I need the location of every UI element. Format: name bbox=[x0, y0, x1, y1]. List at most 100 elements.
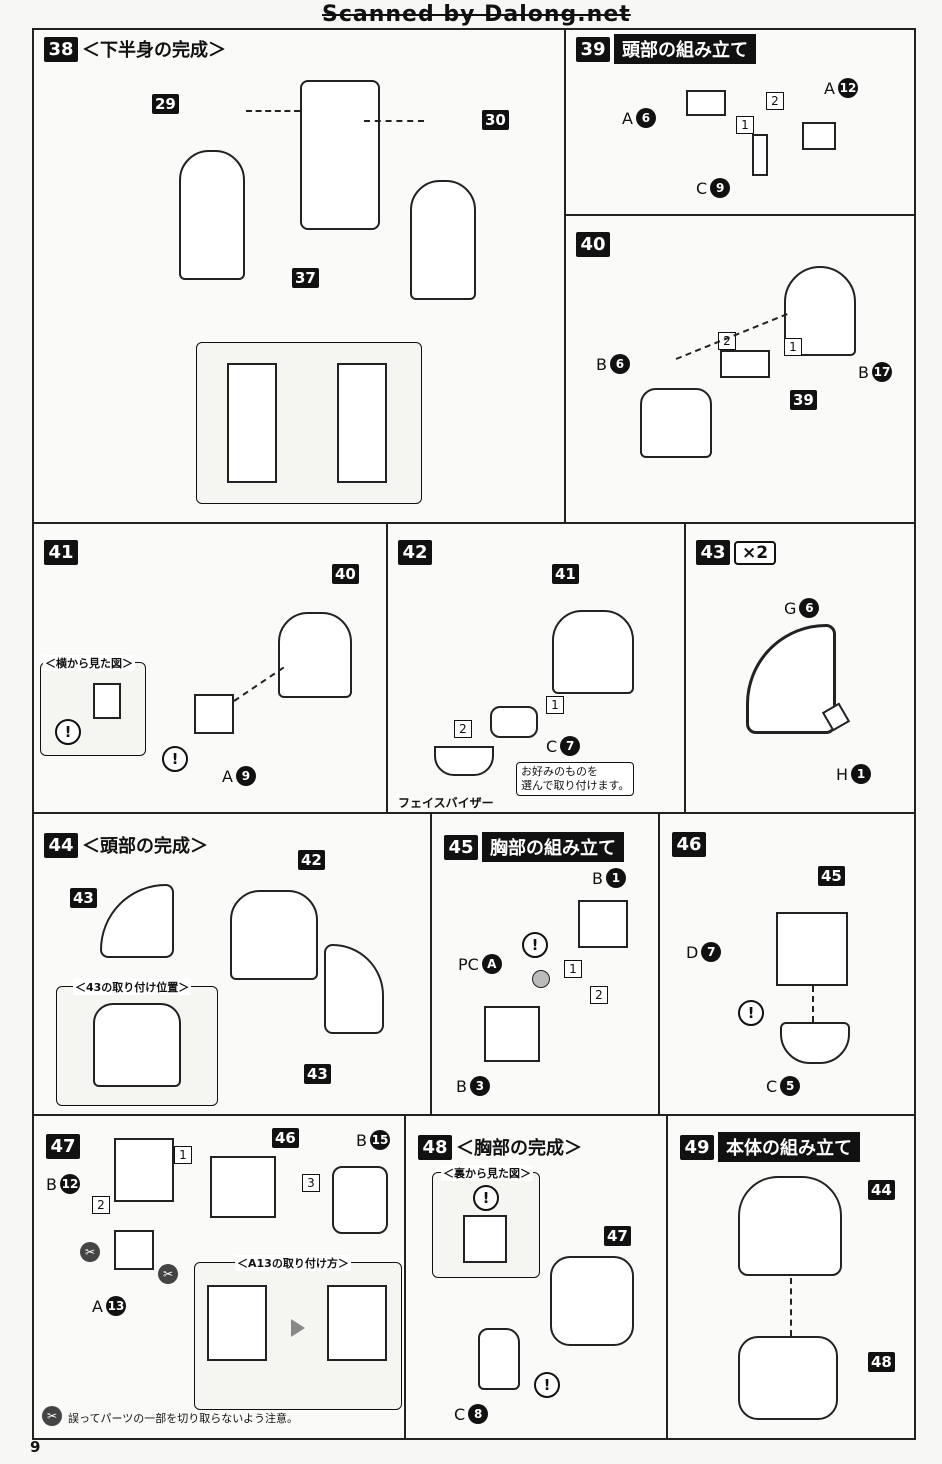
part-number: 3 bbox=[469, 1076, 490, 1096]
part-callout: 48 bbox=[868, 1352, 895, 1372]
order-marker: 3 bbox=[302, 1174, 320, 1192]
step-45-header: 45 胸部の組み立て bbox=[444, 832, 624, 862]
part-number: 12 bbox=[837, 78, 858, 98]
part-letter: H bbox=[836, 764, 849, 784]
small-plate-drawing bbox=[114, 1230, 154, 1270]
warning-icon: ! bbox=[162, 746, 188, 772]
side-view-part-drawing bbox=[93, 683, 121, 719]
step-38-panel: 38 ＜下半身の完成＞ 29 30 37 bbox=[32, 28, 566, 524]
step-43-header: 43 ×2 bbox=[696, 540, 777, 565]
detail-inset bbox=[196, 342, 422, 504]
part-letter: B bbox=[46, 1174, 57, 1194]
head-detail-drawing bbox=[93, 1003, 181, 1087]
step-number: 40 bbox=[576, 232, 610, 257]
part-callout: 43 bbox=[70, 888, 97, 908]
step-number: 44 bbox=[44, 832, 78, 858]
install-after-drawing bbox=[327, 1285, 387, 1361]
cut-icon: ✂ bbox=[80, 1242, 100, 1262]
part-number: 17 bbox=[871, 362, 892, 382]
step-number: 39 bbox=[576, 36, 610, 62]
inset-title: ＜横から見た図＞ bbox=[43, 655, 135, 671]
visor-label: フェイスバイザー bbox=[398, 796, 494, 810]
step-46-header: 46 bbox=[672, 832, 706, 857]
warning-icon: ! bbox=[738, 1000, 764, 1026]
step-number: 45 bbox=[444, 834, 478, 860]
part-letter: A bbox=[222, 766, 233, 786]
arrow-right-icon bbox=[291, 1319, 305, 1337]
part-letter: B bbox=[456, 1076, 467, 1096]
step-title: 本体の組み立て bbox=[718, 1132, 860, 1162]
part-number: 12 bbox=[59, 1174, 80, 1194]
chest-back-drawing bbox=[484, 1006, 540, 1062]
order-marker: 2 bbox=[766, 92, 784, 110]
part-callout: 30 bbox=[482, 110, 509, 130]
step-title: ＜胸部の完成＞ bbox=[456, 1138, 582, 1159]
step-49-header: 49 本体の組み立て bbox=[680, 1132, 860, 1162]
multiplier-badge: ×2 bbox=[734, 540, 777, 565]
part-number: 1 bbox=[605, 868, 626, 888]
part-callout: 44 bbox=[868, 1180, 895, 1200]
neck-joint-drawing bbox=[752, 134, 768, 176]
part-letter: G bbox=[784, 598, 797, 618]
head-assembly-drawing bbox=[552, 610, 634, 694]
page-number: 9 bbox=[30, 1438, 41, 1456]
part-callout: 46 bbox=[272, 1128, 299, 1148]
part-number: 9 bbox=[710, 178, 731, 198]
step-number: 47 bbox=[46, 1134, 80, 1159]
step-title: ＜頭部の完成＞ bbox=[82, 836, 208, 857]
chest-assembly-drawing bbox=[738, 1336, 838, 1420]
hip-frame-drawing bbox=[300, 80, 380, 230]
warning-icon: ! bbox=[473, 1185, 499, 1211]
part-letter: B bbox=[858, 362, 869, 382]
order-marker: 2 bbox=[590, 986, 608, 1004]
part-number: 6 bbox=[609, 354, 630, 374]
head-core-drawing bbox=[686, 90, 726, 116]
chest-assembly-drawing bbox=[776, 912, 848, 986]
cut-icon: ✂ bbox=[158, 1264, 178, 1284]
part-callout: 43 bbox=[304, 1064, 331, 1084]
horn-left-drawing bbox=[100, 884, 174, 958]
inset-title: ＜43の取り付け位置＞ bbox=[73, 979, 192, 995]
part-letter: D bbox=[686, 942, 699, 962]
face-part-drawing bbox=[640, 388, 712, 458]
head-core-drawing bbox=[720, 350, 770, 378]
part-letter: B bbox=[596, 354, 607, 374]
part-letter: C bbox=[454, 1404, 466, 1424]
part-letter: A bbox=[622, 108, 633, 128]
horn-right-drawing bbox=[324, 944, 384, 1034]
step-number: 46 bbox=[672, 832, 706, 857]
part-number: 1 bbox=[851, 764, 872, 784]
part-callout: 42 bbox=[298, 850, 325, 870]
chest-assembly-drawing bbox=[550, 1256, 634, 1346]
part-number: 6 bbox=[635, 108, 656, 128]
step-48-header: 48 ＜胸部の完成＞ bbox=[418, 1134, 582, 1160]
part-callout: 47 bbox=[604, 1226, 631, 1246]
step-44-panel: 44 ＜頭部の完成＞ 43 42 43 ＜43の取り付け位置＞ bbox=[32, 812, 432, 1116]
step-number: 43 bbox=[696, 540, 730, 565]
head-assembly-drawing bbox=[230, 890, 318, 980]
chest-front-drawing bbox=[478, 1328, 520, 1390]
step-41-header: 41 bbox=[44, 540, 78, 565]
part-number: 5 bbox=[780, 1076, 801, 1096]
order-marker: 1 bbox=[736, 116, 754, 134]
order-marker: 1 bbox=[564, 960, 582, 978]
horn-part-drawing bbox=[746, 624, 836, 734]
waist-part-drawing bbox=[780, 1022, 850, 1064]
